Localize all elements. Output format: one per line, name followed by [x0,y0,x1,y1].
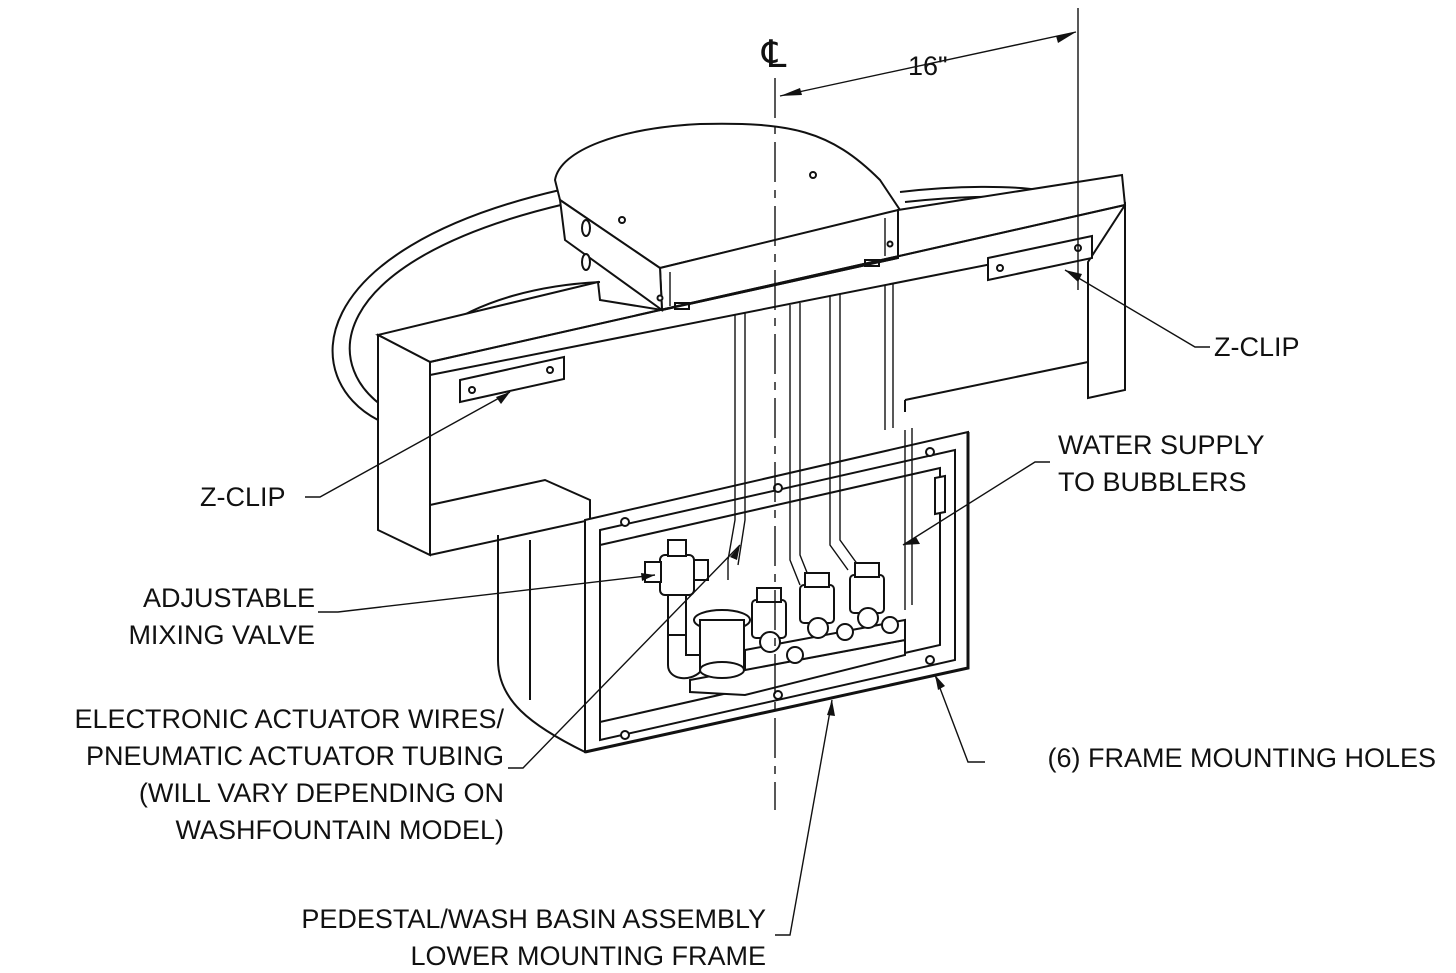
upper-box-frame [375,173,1127,557]
dimension-16-inch [779,8,1079,290]
actuator-label-line4: WASHFOUNTAIN MODEL) [176,815,505,845]
plumbing-components [644,428,913,697]
z-clip-left-label: Z-CLIP [200,482,286,512]
actuator-label-line1: ELECTRONIC ACTUATOR WIRES/ [74,704,504,734]
actuator-label-line3: (WILL VARY DEPENDING ON [139,778,504,808]
centerline-symbol: ℄ [761,32,787,76]
actuator-label-line2: PNEUMATIC ACTUATOR TUBING [86,741,504,771]
pedestal-label-line2: LOWER MOUNTING FRAME [411,941,767,971]
dimension-label: 16" [908,51,948,81]
top-deck-plate [553,122,902,313]
mixing-valve-label-line1: ADJUSTABLE [143,583,315,613]
z-clip-right-label: Z-CLIP [1214,332,1300,362]
leader-lines [305,269,1210,936]
z-clip-left [459,355,565,404]
pedestal-column [497,535,586,753]
mixing-valve-label-line2: MIXING VALVE [128,620,315,650]
pedestal-label-line1: PEDESTAL/WASH BASIN ASSEMBLY [301,904,766,934]
water-supply-label-line1: WATER SUPPLY [1058,430,1265,460]
water-supply-label-line2: TO BUBBLERS [1058,467,1247,497]
frame-holes-label: (6) FRAME MOUNTING HOLES [1047,743,1436,773]
